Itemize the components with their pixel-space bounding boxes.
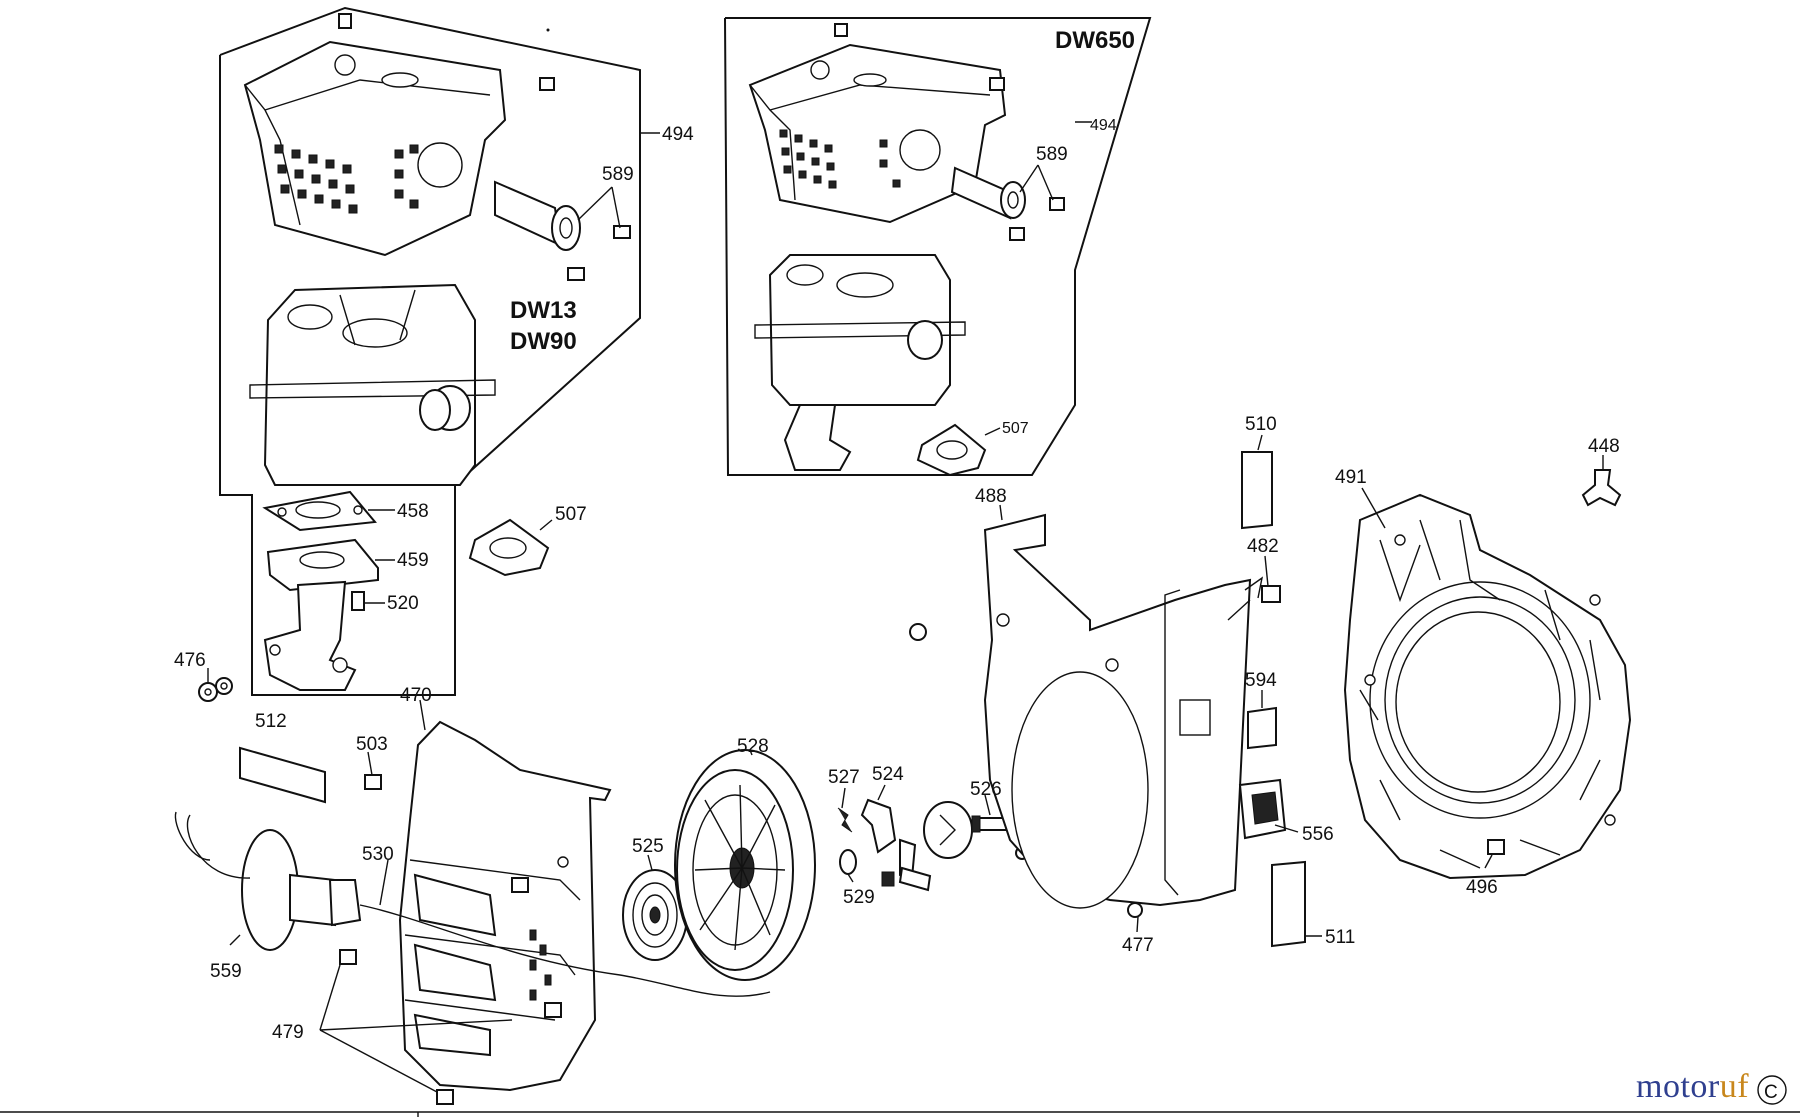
nut-476 <box>198 677 233 702</box>
gasket-458 <box>262 490 377 532</box>
part-label-477: 477 <box>1122 935 1154 956</box>
nut-center <box>909 623 927 641</box>
bolt-482 <box>1261 585 1281 603</box>
watermark-logo: motoruf <box>1636 1068 1749 1106</box>
gasket-507-left <box>468 518 550 577</box>
model-label-dw13: DW13 <box>510 297 577 324</box>
part-label-507-right: 507 <box>1002 420 1029 437</box>
decal-511 <box>1271 860 1306 948</box>
part-label-494-left: 494 <box>662 124 694 145</box>
washer-529 <box>839 849 857 875</box>
part-label-520: 520 <box>387 593 419 614</box>
flange-459 <box>266 538 379 592</box>
part-label-482: 482 <box>1247 536 1279 557</box>
part-label-503: 503 <box>356 734 388 755</box>
snorkel-tube-right <box>834 23 1065 241</box>
part-label-511: 511 <box>1325 927 1355 948</box>
part-label-529: 529 <box>843 887 875 908</box>
part-label-524: 524 <box>872 764 904 785</box>
part-label-528: 528 <box>737 736 769 757</box>
corner-mark: C <box>1764 1082 1778 1103</box>
ratchet-plate <box>923 801 973 859</box>
part-label-526: 526 <box>970 779 1002 800</box>
starter-handle-559 <box>174 811 362 951</box>
part-label-479: 479 <box>272 1022 304 1043</box>
snorkel-tube-left <box>494 180 581 251</box>
part-label-594: 594 <box>1245 670 1277 691</box>
corner-mark-circle <box>1757 1075 1787 1105</box>
bolt-496 <box>1487 839 1505 855</box>
part-label-525: 525 <box>632 836 664 857</box>
bolt-520 <box>351 591 365 611</box>
part-label-589-left: 589 <box>602 164 634 185</box>
part-label-507-left: 507 <box>555 504 587 525</box>
part-label-589-right: 589 <box>1036 144 1068 165</box>
kit-outline-right <box>724 17 1152 476</box>
air-filter-cover-right <box>748 43 1007 224</box>
screws-589-left <box>338 13 631 281</box>
part-label-530: 530 <box>362 844 394 865</box>
part-label-458: 458 <box>397 501 429 522</box>
bolt-503 <box>364 774 382 790</box>
decal-512 <box>239 746 326 804</box>
starter-cover-470 <box>398 720 612 1092</box>
part-label-459: 459 <box>397 550 429 571</box>
fan-shroud-488 <box>983 513 1264 909</box>
starter-pulley-528 <box>674 749 816 981</box>
part-label-510: 510 <box>1245 414 1277 435</box>
part-label-559: 559 <box>210 961 242 982</box>
muffler-right <box>754 254 966 471</box>
starter-rope-530 <box>359 904 771 997</box>
bolt-526 <box>971 815 1008 833</box>
part-label-512: 512 <box>255 711 287 732</box>
part-label-527: 527 <box>828 767 860 788</box>
part-label-488: 488 <box>975 486 1007 507</box>
part-label-491: 491 <box>1335 467 1367 488</box>
part-label-476: 476 <box>174 650 206 671</box>
model-label-dw90: DW90 <box>510 328 577 355</box>
leader-lines <box>207 121 1604 1093</box>
model-label-dw650: DW650 <box>1055 27 1135 54</box>
switch-556 <box>1238 778 1287 840</box>
clip-448 <box>1581 469 1622 507</box>
part-label-496: 496 <box>1466 877 1498 898</box>
pawl-spring-527 <box>837 807 853 833</box>
kit-outline-left <box>219 6 641 696</box>
part-label-556: 556 <box>1302 824 1334 845</box>
nut-477 <box>1127 902 1143 918</box>
decal-594 <box>1247 706 1277 750</box>
part-label-448: 448 <box>1588 436 1620 457</box>
pawl-pins <box>881 866 932 892</box>
muffler-left <box>249 283 496 486</box>
part-label-470: 470 <box>400 685 432 706</box>
decal-510 <box>1241 451 1273 530</box>
bolts-479 <box>339 877 562 1105</box>
blower-housing-491 <box>1343 493 1632 880</box>
exhaust-pipe-left <box>263 580 357 691</box>
watermark-part1: motor <box>1636 1068 1720 1105</box>
watermark-part2: uf <box>1719 1068 1750 1105</box>
pawl-524 <box>860 798 917 880</box>
gasket-507-right <box>916 423 987 477</box>
part-label-494-right: 494 <box>1090 117 1117 134</box>
rewind-spring-525 <box>622 869 688 961</box>
air-filter-cover-left <box>243 40 507 257</box>
